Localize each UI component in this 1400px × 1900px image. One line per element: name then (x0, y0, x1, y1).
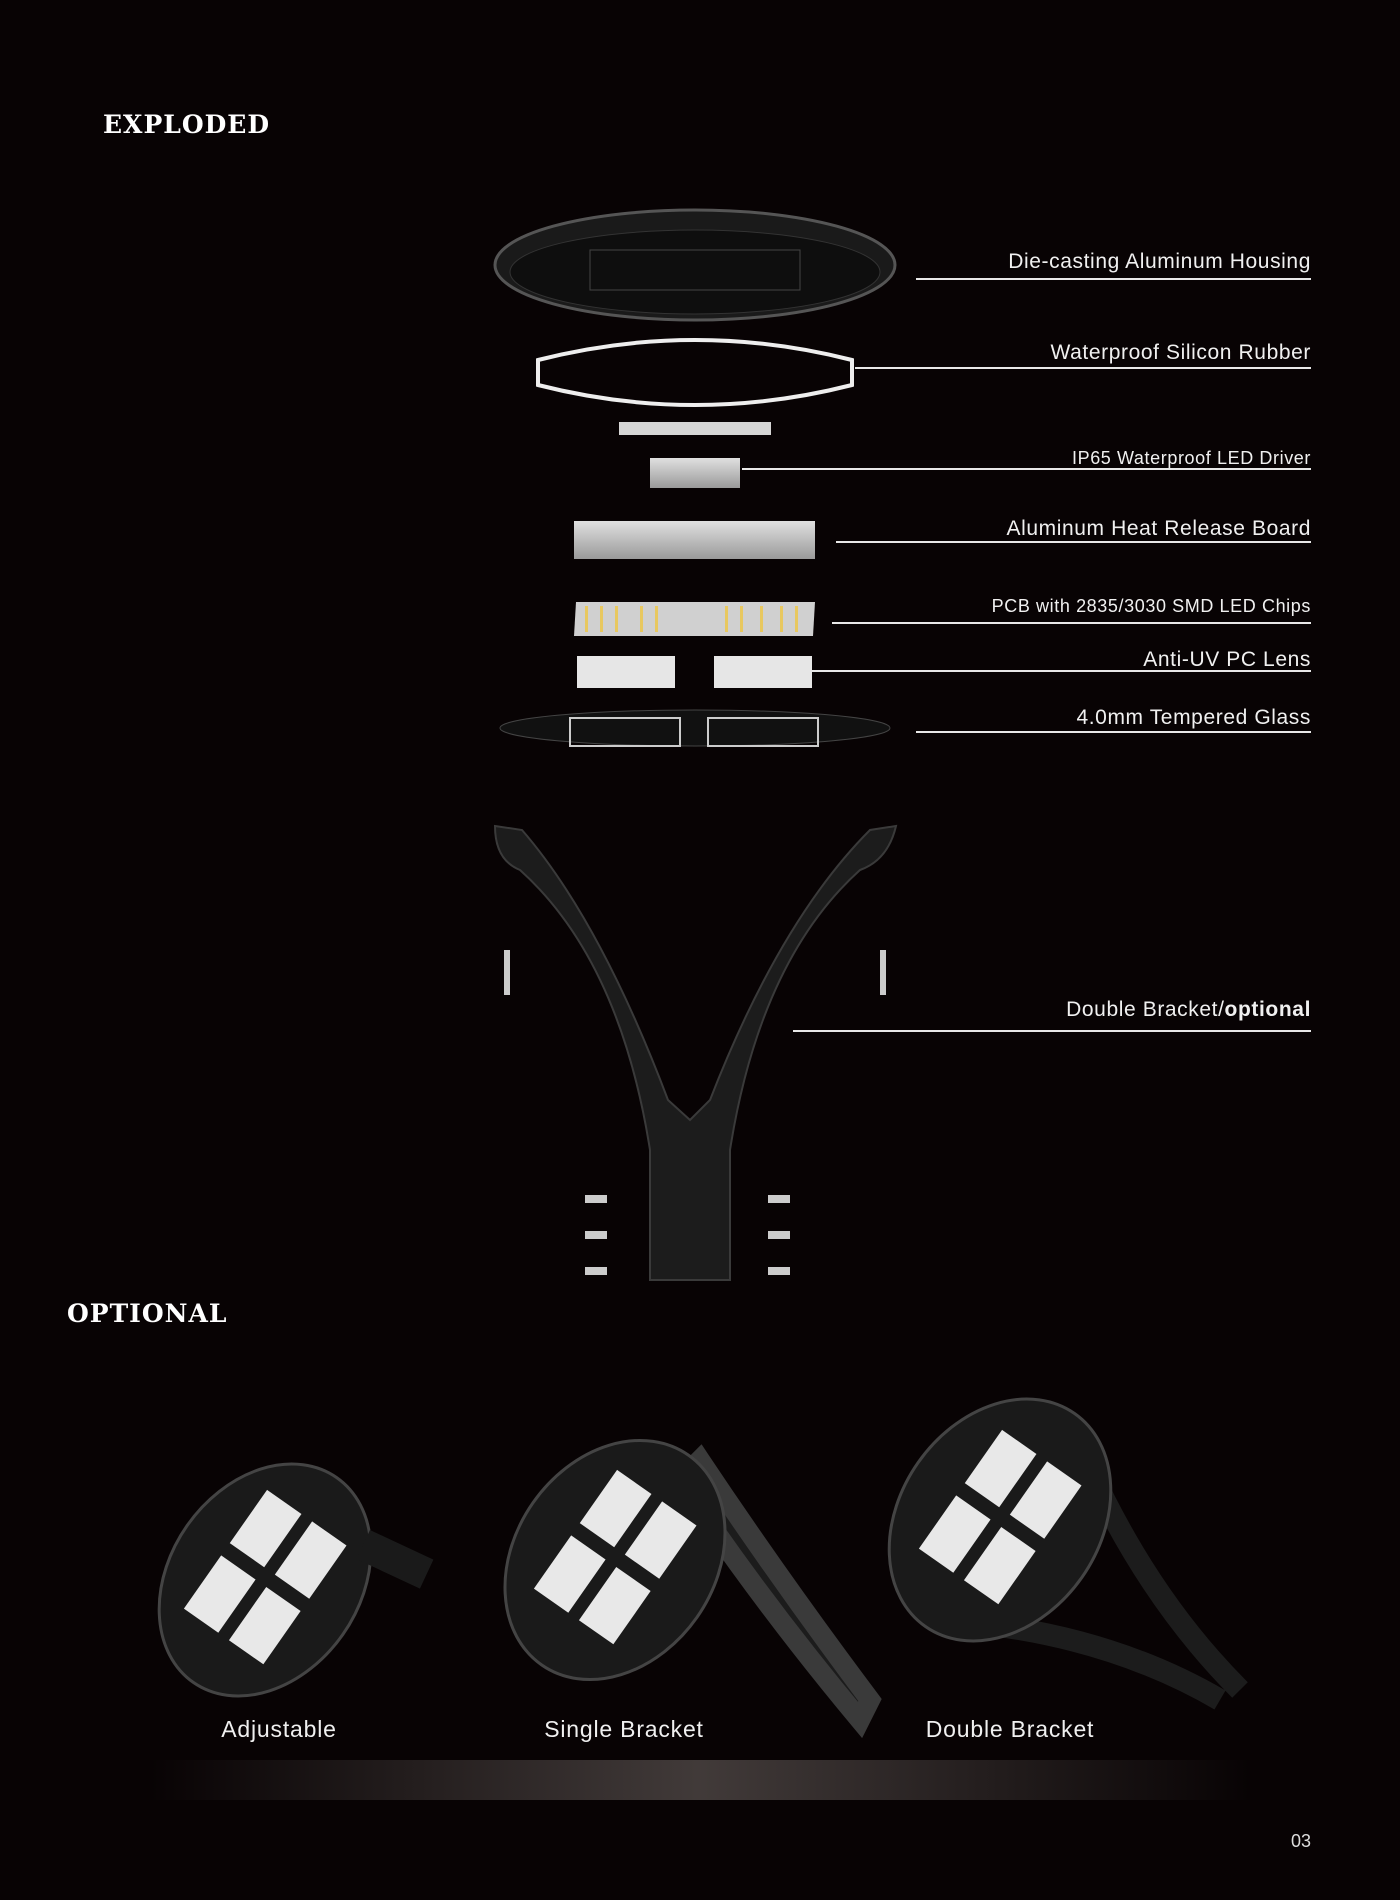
rubber-leader-line (855, 367, 1311, 369)
page-number: 03 (1291, 1831, 1312, 1851)
led-driver-part (650, 458, 740, 488)
bracket-leader-line (793, 1030, 1311, 1032)
housing-part (493, 208, 897, 322)
heat-board-part (574, 521, 815, 559)
caption-adjustable: Adjustable (221, 1716, 337, 1742)
bracket-label-text: Double Bracket/ (1066, 998, 1225, 1021)
caption-single-bracket: Single Bracket (544, 1716, 704, 1742)
driver-leader-line (742, 468, 1311, 470)
caption-double-bracket: Double Bracket (925, 1716, 1095, 1742)
adjustable-lamp-image (157, 1462, 434, 1698)
single-bracket-lamp-image (503, 1438, 882, 1739)
glass-part (499, 709, 891, 747)
board-label: Aluminum Heat Release Board (1006, 517, 1311, 540)
exploded-heading: EXPLODED (103, 110, 271, 139)
driver-plate-part (619, 422, 771, 435)
lens-part (577, 656, 812, 688)
optional-heading: OPTIONAL (67, 1299, 228, 1328)
pcb-label: PCB with 2835/3030 SMD LED Chips (991, 596, 1311, 616)
driver-label: IP65 Waterproof LED Driver (1071, 448, 1311, 468)
double-bracket-lamp-image (887, 1397, 1248, 1710)
board-leader-line (836, 541, 1311, 543)
pcb-leader-line (832, 622, 1311, 624)
rubber-label: Waterproof Silicon Rubber (1050, 341, 1311, 364)
glass-leader-line (916, 731, 1311, 733)
floor-glow (150, 1760, 1250, 1800)
pcb-part (574, 602, 815, 636)
lens-label: Anti-UV PC Lens (1143, 648, 1311, 671)
glass-label: 4.0mm Tempered Glass (1076, 706, 1311, 729)
rubber-ring-part (536, 338, 854, 407)
bracket-label-optional: optional (1224, 998, 1311, 1021)
housing-leader-line (916, 278, 1311, 280)
lens-leader-line (812, 670, 1311, 672)
bracket-label: Double Bracket/optional (1066, 998, 1311, 1022)
housing-label: Die-casting Aluminum Housing (1008, 250, 1311, 273)
bracket-part (493, 824, 898, 1281)
